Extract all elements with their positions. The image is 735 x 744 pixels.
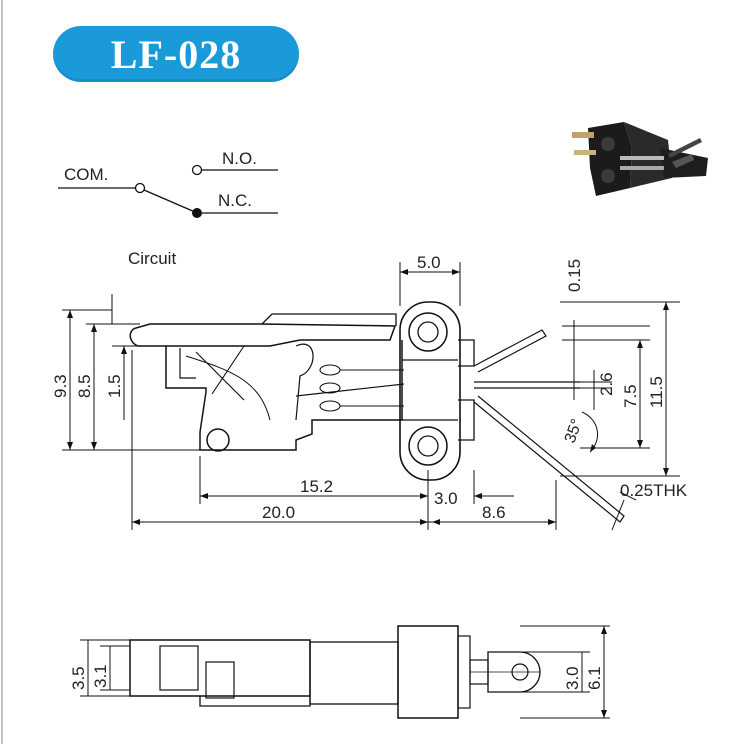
dim-20-0: 20.0 xyxy=(262,503,295,522)
dim-6-1: 6.1 xyxy=(585,666,604,690)
product-photo xyxy=(572,122,708,196)
dim-2-6: 2.6 xyxy=(597,372,616,396)
nc-label: N.C. xyxy=(218,191,252,210)
dim-35-deg: 35° xyxy=(562,417,586,446)
dim-9-3: 9.3 xyxy=(51,374,70,398)
com-terminal-icon xyxy=(134,182,146,194)
model-title: LF-028 xyxy=(110,31,242,77)
side-view-drawing: 5.0 0.15 9.3 8.5 1.5 xyxy=(51,253,688,531)
dim-15-2: 15.2 xyxy=(300,477,333,496)
no-label: N.O. xyxy=(222,149,257,168)
circuit-symbol: COM. N.O. N.C. Circuit xyxy=(58,149,278,268)
dim-8-6: 8.6 xyxy=(482,503,506,522)
dim-5-0: 5.0 xyxy=(417,253,441,272)
dim-3-1: 3.1 xyxy=(91,664,110,688)
dim-3-0-horizontal: 3.0 xyxy=(434,489,458,508)
circuit-caption: Circuit xyxy=(128,249,176,268)
dim-1-5: 1.5 xyxy=(105,374,124,398)
no-terminal-icon xyxy=(191,164,203,176)
dim-11-5: 11.5 xyxy=(647,376,666,408)
dim-7-5: 7.5 xyxy=(621,384,640,408)
dim-0-25-thk: 0.25THK xyxy=(620,481,688,500)
dim-0-15: 0.15 xyxy=(565,259,584,292)
dim-3-5: 3.5 xyxy=(69,666,88,690)
title-badge: LF-028 xyxy=(53,26,299,82)
dim-3-0-vertical: 3.0 xyxy=(563,666,582,690)
dim-8-5: 8.5 xyxy=(75,374,94,398)
top-view-drawing: 3.5 3.1 3.0 6.1 xyxy=(69,625,610,719)
nc-terminal-icon xyxy=(192,208,202,218)
com-label: COM. xyxy=(64,165,108,184)
